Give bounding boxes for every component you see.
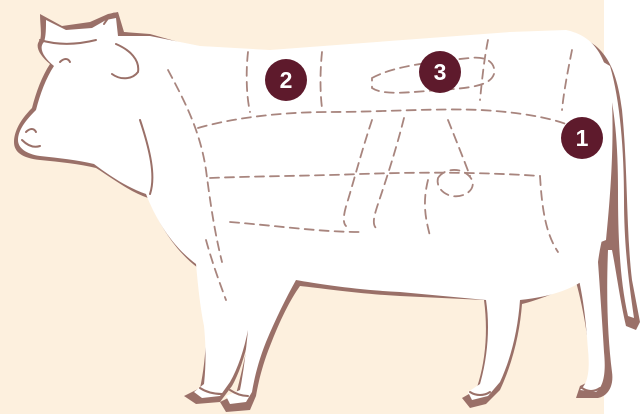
- marker-1[interactable]: 1: [561, 117, 603, 159]
- marker-label: 2: [280, 67, 293, 93]
- marker-3[interactable]: 3: [419, 51, 461, 93]
- marker-label: 1: [576, 125, 589, 151]
- marker-2[interactable]: 2: [265, 59, 307, 101]
- marker-label: 3: [434, 59, 447, 85]
